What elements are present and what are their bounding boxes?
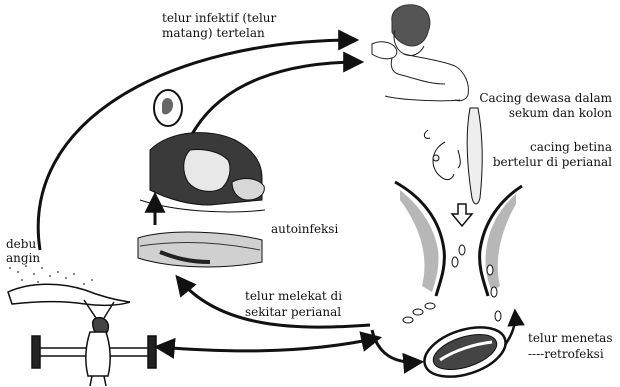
child-figure-icon	[372, 5, 468, 101]
perianal-eggs-label-line2: sekitar perianal	[245, 306, 341, 319]
hatching-egg-icon	[418, 318, 511, 386]
dust-label-line2: angin	[6, 252, 40, 265]
shaken-sheet-icon	[8, 284, 130, 305]
hatch-label-line1: telur menetas	[528, 332, 613, 345]
bed-with-child-icon	[32, 300, 156, 386]
down-arrow-icon	[452, 204, 472, 226]
perianal-eggs-label-line1: telur melekat di	[245, 290, 342, 303]
blanket-icon	[138, 232, 262, 267]
perianal-to-hatch-arrow	[372, 330, 420, 362]
female-worm-label-line2: bertelur di perianal	[493, 156, 612, 169]
retrofection-arrow	[505, 312, 515, 345]
perianal-to-bed-arrow	[158, 338, 378, 351]
female-worm-label-line1: cacing betina	[530, 141, 612, 154]
adult-worm-icon	[424, 108, 482, 204]
dust-label-line1: debu	[6, 238, 36, 251]
perianal-region-icon	[395, 182, 522, 296]
sleeping-child-icon	[140, 133, 265, 212]
inner-cycle-arrow	[190, 62, 360, 138]
autoinfection-label: autoinfeksi	[271, 223, 338, 236]
hatch-label-line2: ----retrofeksi	[528, 348, 604, 361]
adult-worm-label-line1: Cacing dewasa dalam	[479, 92, 612, 105]
egg-icon	[154, 90, 182, 126]
ingested-eggs-label-line2: matang) tertelan	[162, 27, 265, 40]
ingested-eggs-label-line1: telur infektif (telur	[162, 12, 276, 25]
adult-worm-label-line2: sekum dan kolon	[509, 107, 612, 120]
